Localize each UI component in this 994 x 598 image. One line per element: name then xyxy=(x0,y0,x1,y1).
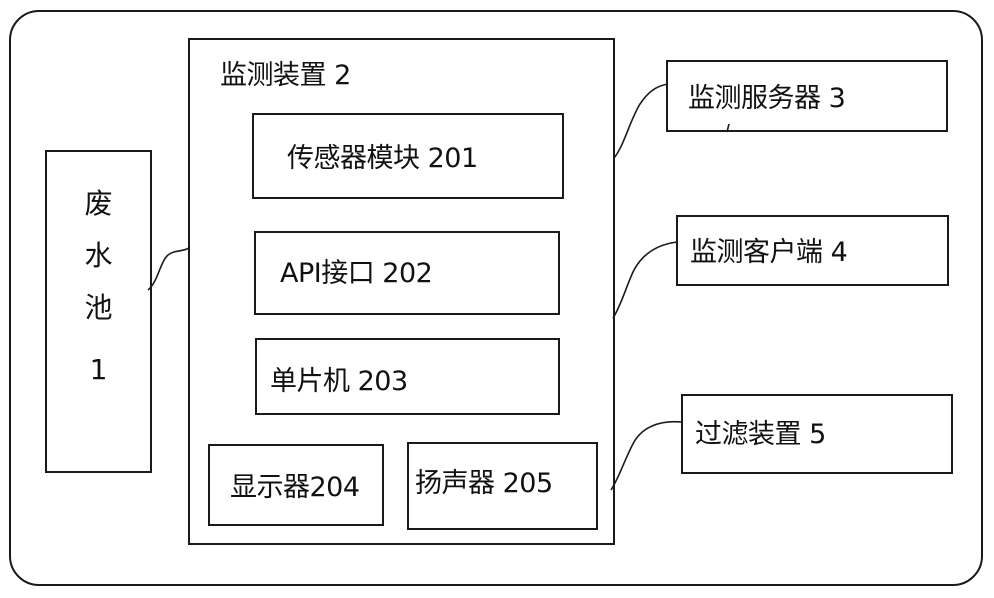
filter-device-box: 过滤装置 5 xyxy=(681,394,953,474)
mcu-label: 单片机 203 xyxy=(270,366,408,397)
sensor-module-box: 传感器模块 201 xyxy=(252,113,564,199)
filter-device-label: 过滤装置 5 xyxy=(695,419,826,450)
speaker-label: 扬声器 205 xyxy=(415,468,553,499)
display-label: 显示器204 xyxy=(230,472,360,503)
waste-pool-char-1: 废 xyxy=(84,187,113,220)
waste-pool-box: 废 水 池 1 xyxy=(45,150,152,473)
speaker-box: 扬声器 205 xyxy=(407,442,598,530)
monitoring-device-title: 监测装置 2 xyxy=(220,60,351,91)
sensor-module-label: 传感器模块 201 xyxy=(287,143,478,174)
waste-pool-char-3: 池 xyxy=(84,291,113,324)
monitoring-client-label: 监测客户端 4 xyxy=(690,237,848,268)
system-boundary xyxy=(9,10,983,586)
api-interface-label: API接口 202 xyxy=(280,258,433,289)
monitoring-client-box: 监测客户端 4 xyxy=(676,215,949,286)
mcu-box: 单片机 203 xyxy=(255,338,560,415)
waste-pool-number: 1 xyxy=(89,353,108,386)
waste-pool-char-2: 水 xyxy=(84,239,113,272)
display-box: 显示器204 xyxy=(208,444,384,526)
monitoring-server-box: 监测服务器 3 xyxy=(666,60,948,132)
monitoring-server-label: 监测服务器 3 xyxy=(688,83,846,114)
api-interface-box: API接口 202 xyxy=(254,231,560,315)
